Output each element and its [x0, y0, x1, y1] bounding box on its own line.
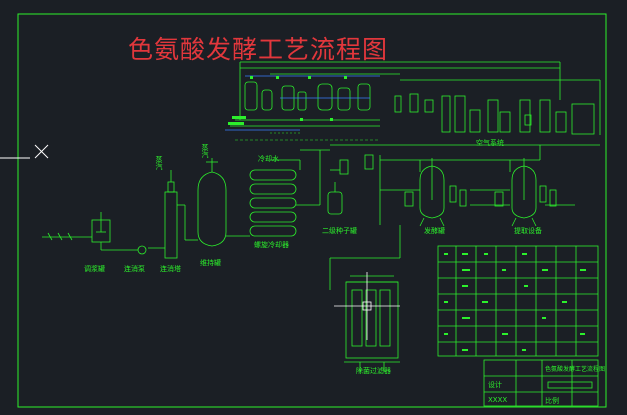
pump-icon — [137, 245, 147, 255]
label-holding-tank: 维持罐 — [200, 259, 221, 267]
label-tank-mix: 调浆罐 — [84, 265, 105, 273]
cursor-crosshair-icon — [0, 144, 49, 159]
label-steam-2: 蒸汽 — [201, 144, 209, 158]
label-pump: 连消泵 — [124, 265, 145, 273]
upper-valve-dots — [228, 76, 347, 125]
upper-blue-lines — [225, 75, 380, 131]
mixing-tank — [91, 212, 111, 250]
fermenter-vessel — [404, 158, 467, 227]
title-block-drawing: 色氨酸发酵工艺流程图 — [545, 366, 606, 373]
air-filter-unit — [344, 275, 400, 372]
table-cell-marks — [444, 253, 586, 351]
label-fermenter: 发酵罐 — [424, 227, 445, 235]
holding-tank — [197, 158, 250, 247]
drawing-border — [17, 13, 607, 408]
feed-line — [42, 232, 165, 251]
label-seed-tank-2: 二级种子罐 — [322, 227, 357, 235]
seed-tank-2 — [327, 154, 374, 215]
title-block-design: 设计 — [488, 381, 502, 389]
label-cooling-water: 冷却水 — [258, 155, 279, 163]
extraction-vessel — [494, 158, 557, 227]
label-steam-1: 蒸汽 — [155, 156, 163, 170]
top-pipe-network — [230, 61, 601, 290]
label-extraction: 提取设备 — [514, 227, 542, 235]
page-title: 色氨酸发酵工艺流程图 — [128, 35, 389, 64]
equipment-table — [437, 245, 599, 357]
label-sterilizer: 连消塔 — [160, 265, 181, 273]
label-air-system: 空气系统 — [476, 139, 504, 147]
title-block — [483, 359, 599, 407]
spiral-cooler — [249, 150, 321, 237]
label-spiral-cooler: 螺旋冷却器 — [254, 241, 289, 249]
center-crosshair-icon — [334, 272, 400, 340]
sterilizer-column — [164, 170, 198, 259]
title-block-school: XXXX — [488, 396, 508, 404]
upper-pipe-labels — [235, 132, 380, 141]
label-filter: 除菌过滤器 — [356, 367, 391, 375]
title-block-scale: 比例 — [545, 397, 559, 405]
